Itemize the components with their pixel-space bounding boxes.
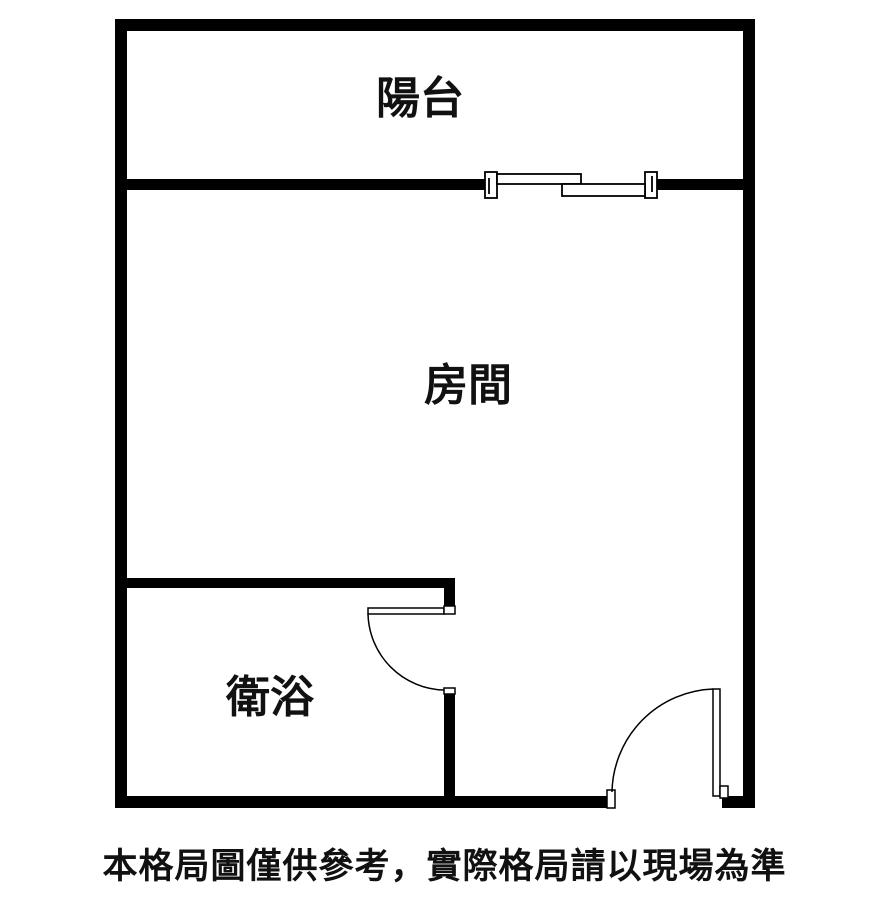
window-sash-left [496, 173, 582, 185]
bathroom-wall-right-upper [444, 578, 455, 608]
window-sash-right [561, 183, 646, 197]
wall-bottom-left [115, 796, 612, 808]
walls [115, 19, 755, 808]
balcony-label: 陽台 [376, 73, 464, 124]
bathroom-wall-right-lower [444, 692, 455, 808]
entrance-door-jamb-right [719, 785, 729, 799]
entrance-door-swing-arc [611, 688, 714, 793]
bathroom-door-leaf [367, 607, 445, 615]
wall-left [115, 19, 127, 808]
bathroom-door-jamb-top [443, 605, 456, 615]
balcony-wall-right [657, 179, 755, 190]
window-jamb-right [644, 171, 658, 199]
wall-bottom-right [722, 796, 755, 808]
bathroom-label: 衛浴 [225, 672, 315, 723]
disclaimer-text: 本格局圖僅供參考，實際格局請以現場為準 [102, 847, 787, 887]
room-label: 房間 [424, 360, 512, 411]
wall-right [743, 19, 755, 808]
bathroom-door [367, 605, 456, 695]
wall-top [115, 19, 755, 31]
entrance-door-jamb-left [606, 789, 616, 809]
bathroom-door-swing-arc [367, 613, 445, 691]
balcony-wall-left [115, 179, 485, 190]
sliding-window [484, 171, 658, 199]
bathroom-wall-top [115, 578, 455, 588]
entrance-door [606, 688, 729, 809]
bathroom-door-jamb-bottom [443, 687, 456, 695]
entrance-door-leaf [712, 688, 721, 797]
window-jamb-left [484, 171, 498, 199]
